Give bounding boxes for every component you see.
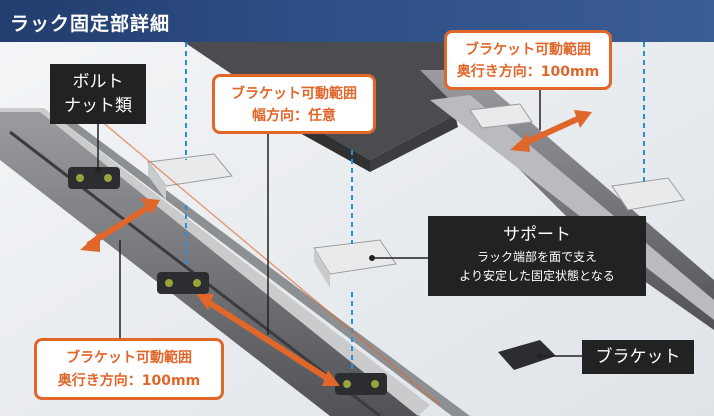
callout-depth-bottom-line2: 奥行き方向：100mm: [57, 373, 201, 389]
dot-bracket: [537, 353, 543, 359]
label-support-title: サポート: [503, 225, 571, 245]
arrow-width: [203, 297, 332, 383]
page-title: ラック固定部詳細: [10, 13, 171, 35]
callout-width-line1: ブラケット可動範囲: [231, 86, 357, 102]
bracket-1: [68, 167, 120, 189]
arrow-depth-right: [516, 113, 586, 149]
callout-depth-range-top: ブラケット可動範囲 奥行き方向：100mm: [444, 30, 612, 90]
label-bolts-line1: ボルト: [72, 72, 124, 92]
support-plate-4: [469, 103, 533, 129]
label-bracket: ブラケット: [582, 340, 694, 374]
callout-depth-top-line1: ブラケット可動範囲: [465, 42, 591, 58]
callout-width-line2: 幅方向：任意: [252, 108, 336, 124]
callout-depth-top-line2: 奥行き方向：100mm: [456, 64, 600, 80]
rail-left-top: [0, 108, 430, 416]
width-highlight: [99, 119, 441, 406]
label-bolts-line2: ナット類: [64, 96, 132, 116]
label-support: サポート ラック端部を面で支え より安定した固定状態となる: [428, 216, 646, 296]
callout-depth-range-bottom: ブラケット可動範囲 奥行き方向：100mm: [34, 338, 224, 400]
bracket-3: [335, 373, 387, 395]
support-plate-2: [313, 239, 397, 288]
dot-support: [369, 255, 375, 261]
bracket-2: [157, 272, 209, 294]
callout-depth-bottom-line1: ブラケット可動範囲: [66, 350, 192, 366]
label-bolts-nuts: ボルト ナット類: [50, 64, 146, 124]
dot-bolts: [95, 167, 101, 173]
bracket-loose: [498, 340, 556, 370]
rack-body-side2: [370, 115, 458, 172]
label-support-desc1: ラック端部を面で支え: [476, 250, 597, 264]
label-bracket-text: ブラケット: [595, 347, 681, 367]
callout-width-range: ブラケット可動範囲 幅方向：任意: [212, 74, 376, 134]
label-support-desc2: より安定した固定状態となる: [459, 269, 615, 283]
support-plate-3: [611, 177, 685, 211]
